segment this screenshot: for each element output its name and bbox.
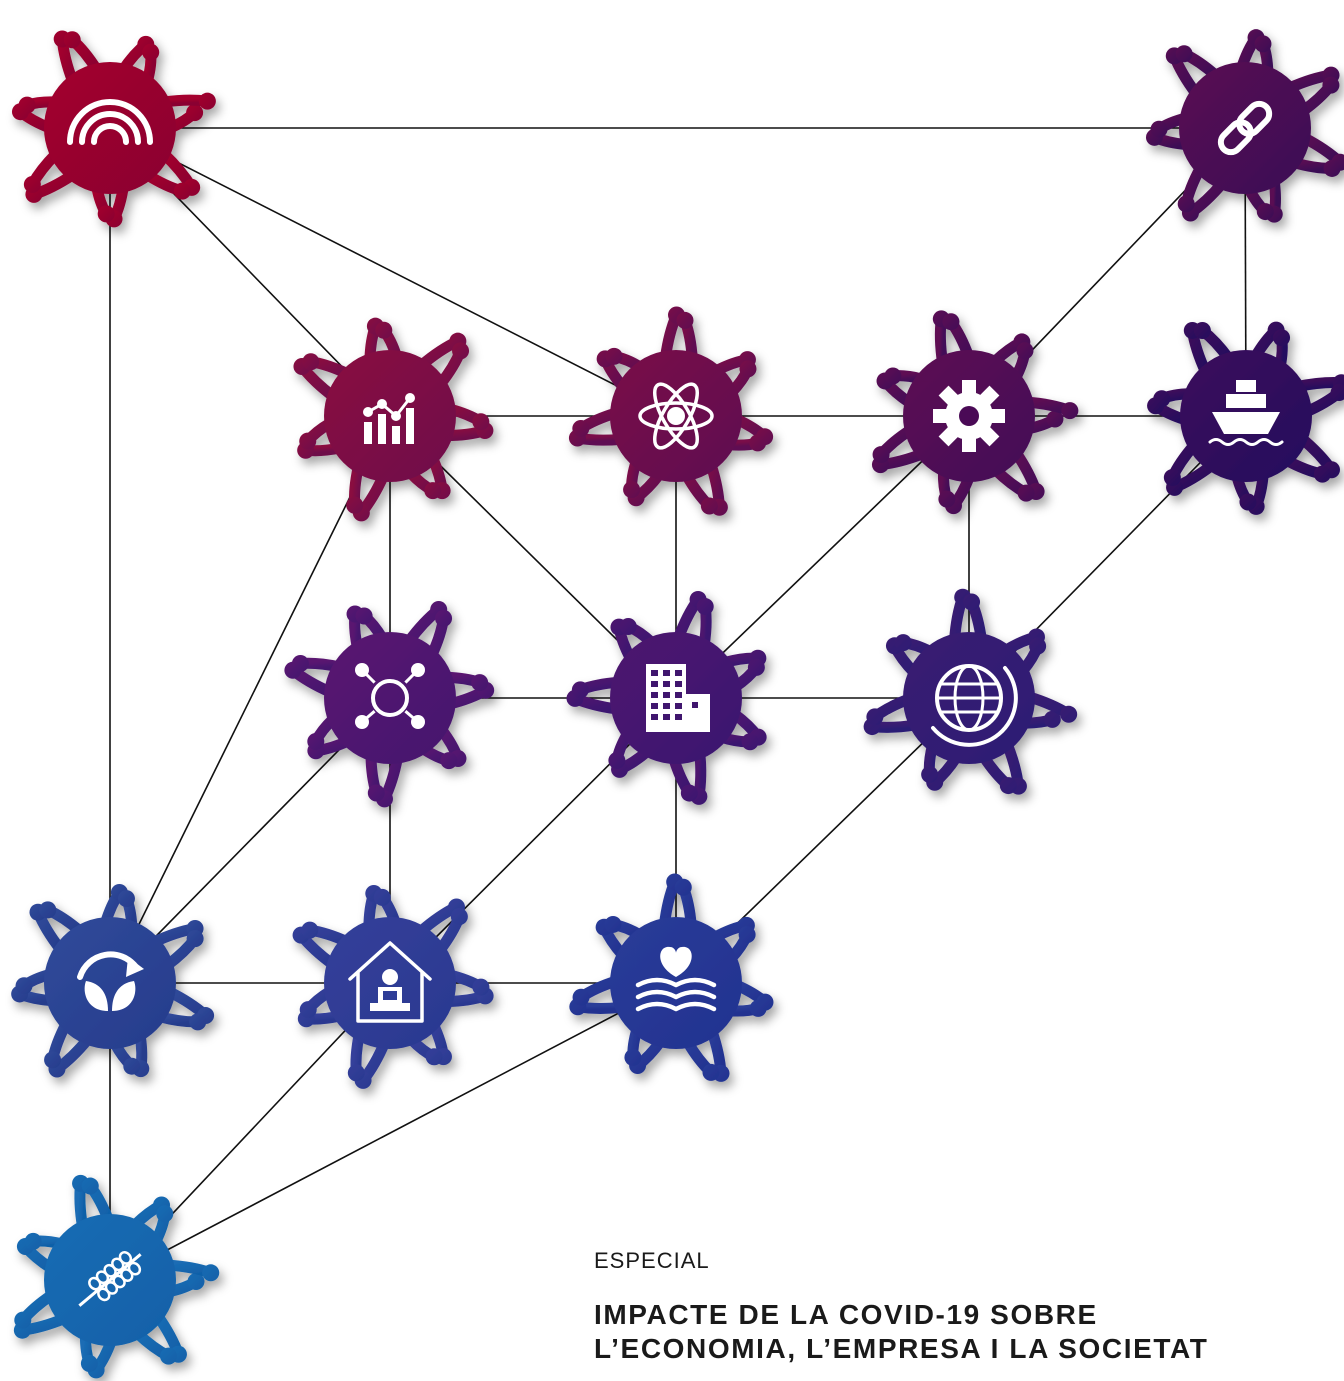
caption-kicker: ESPECIAL — [594, 1248, 710, 1273]
virus-body — [1145, 29, 1344, 223]
gear-icon — [933, 380, 1005, 452]
globe-icon — [931, 664, 1018, 747]
virus-body — [292, 884, 494, 1089]
edge-gear-building — [675, 415, 970, 699]
heart-book-icon — [635, 946, 717, 1012]
virus-node-atom — [568, 306, 774, 516]
virus-node-wireless — [11, 30, 216, 228]
virus-body — [284, 601, 495, 808]
virus-node-chain — [1145, 29, 1344, 223]
virus-body — [569, 873, 774, 1082]
recycle-leaf-icon — [77, 951, 144, 1011]
virus-node-gear — [871, 310, 1079, 515]
virus-node-wheat — [13, 1174, 220, 1379]
virus-node-recycle — [11, 883, 215, 1078]
virus-node-care — [569, 873, 774, 1082]
edge-stats-recycle — [109, 415, 391, 984]
ship-icon — [1208, 380, 1284, 446]
caption-title-line-2: L’ECONOMIA, L’EMPRESA I LA SOCIETAT — [594, 1333, 1209, 1364]
edge-wireless-atom — [109, 127, 677, 417]
network-hub-icon — [355, 663, 425, 729]
office-building-icon — [646, 664, 710, 732]
edge-building-homework — [389, 697, 677, 984]
virus-body — [293, 317, 494, 522]
virus-node-homework — [292, 884, 494, 1089]
virus-body — [11, 883, 215, 1078]
caption-title: IMPACTE DE LA COVID-19 SOBRE L’ECONOMIA,… — [594, 1298, 1344, 1366]
atom-icon — [638, 382, 714, 450]
chain-link-icon — [1217, 100, 1273, 156]
bar-chart-icon — [363, 393, 415, 444]
edge-care-wheat — [109, 982, 677, 1281]
home-office-icon — [348, 941, 432, 1023]
network-nodes — [11, 29, 1344, 1379]
virus-node-network — [284, 601, 495, 808]
virus-node-globe — [863, 588, 1078, 795]
wheat-icon — [78, 1251, 142, 1307]
wireless-signal-icon — [67, 99, 153, 145]
caption-title-line-1: IMPACTE DE LA COVID-19 SOBRE — [594, 1299, 1098, 1330]
virus-node-ship — [1147, 321, 1344, 515]
virus-node-stats — [293, 317, 494, 522]
caption: ESPECIAL IMPACTE DE LA COVID-19 SOBRE L’… — [594, 1248, 1344, 1366]
virus-node-building — [566, 590, 767, 805]
